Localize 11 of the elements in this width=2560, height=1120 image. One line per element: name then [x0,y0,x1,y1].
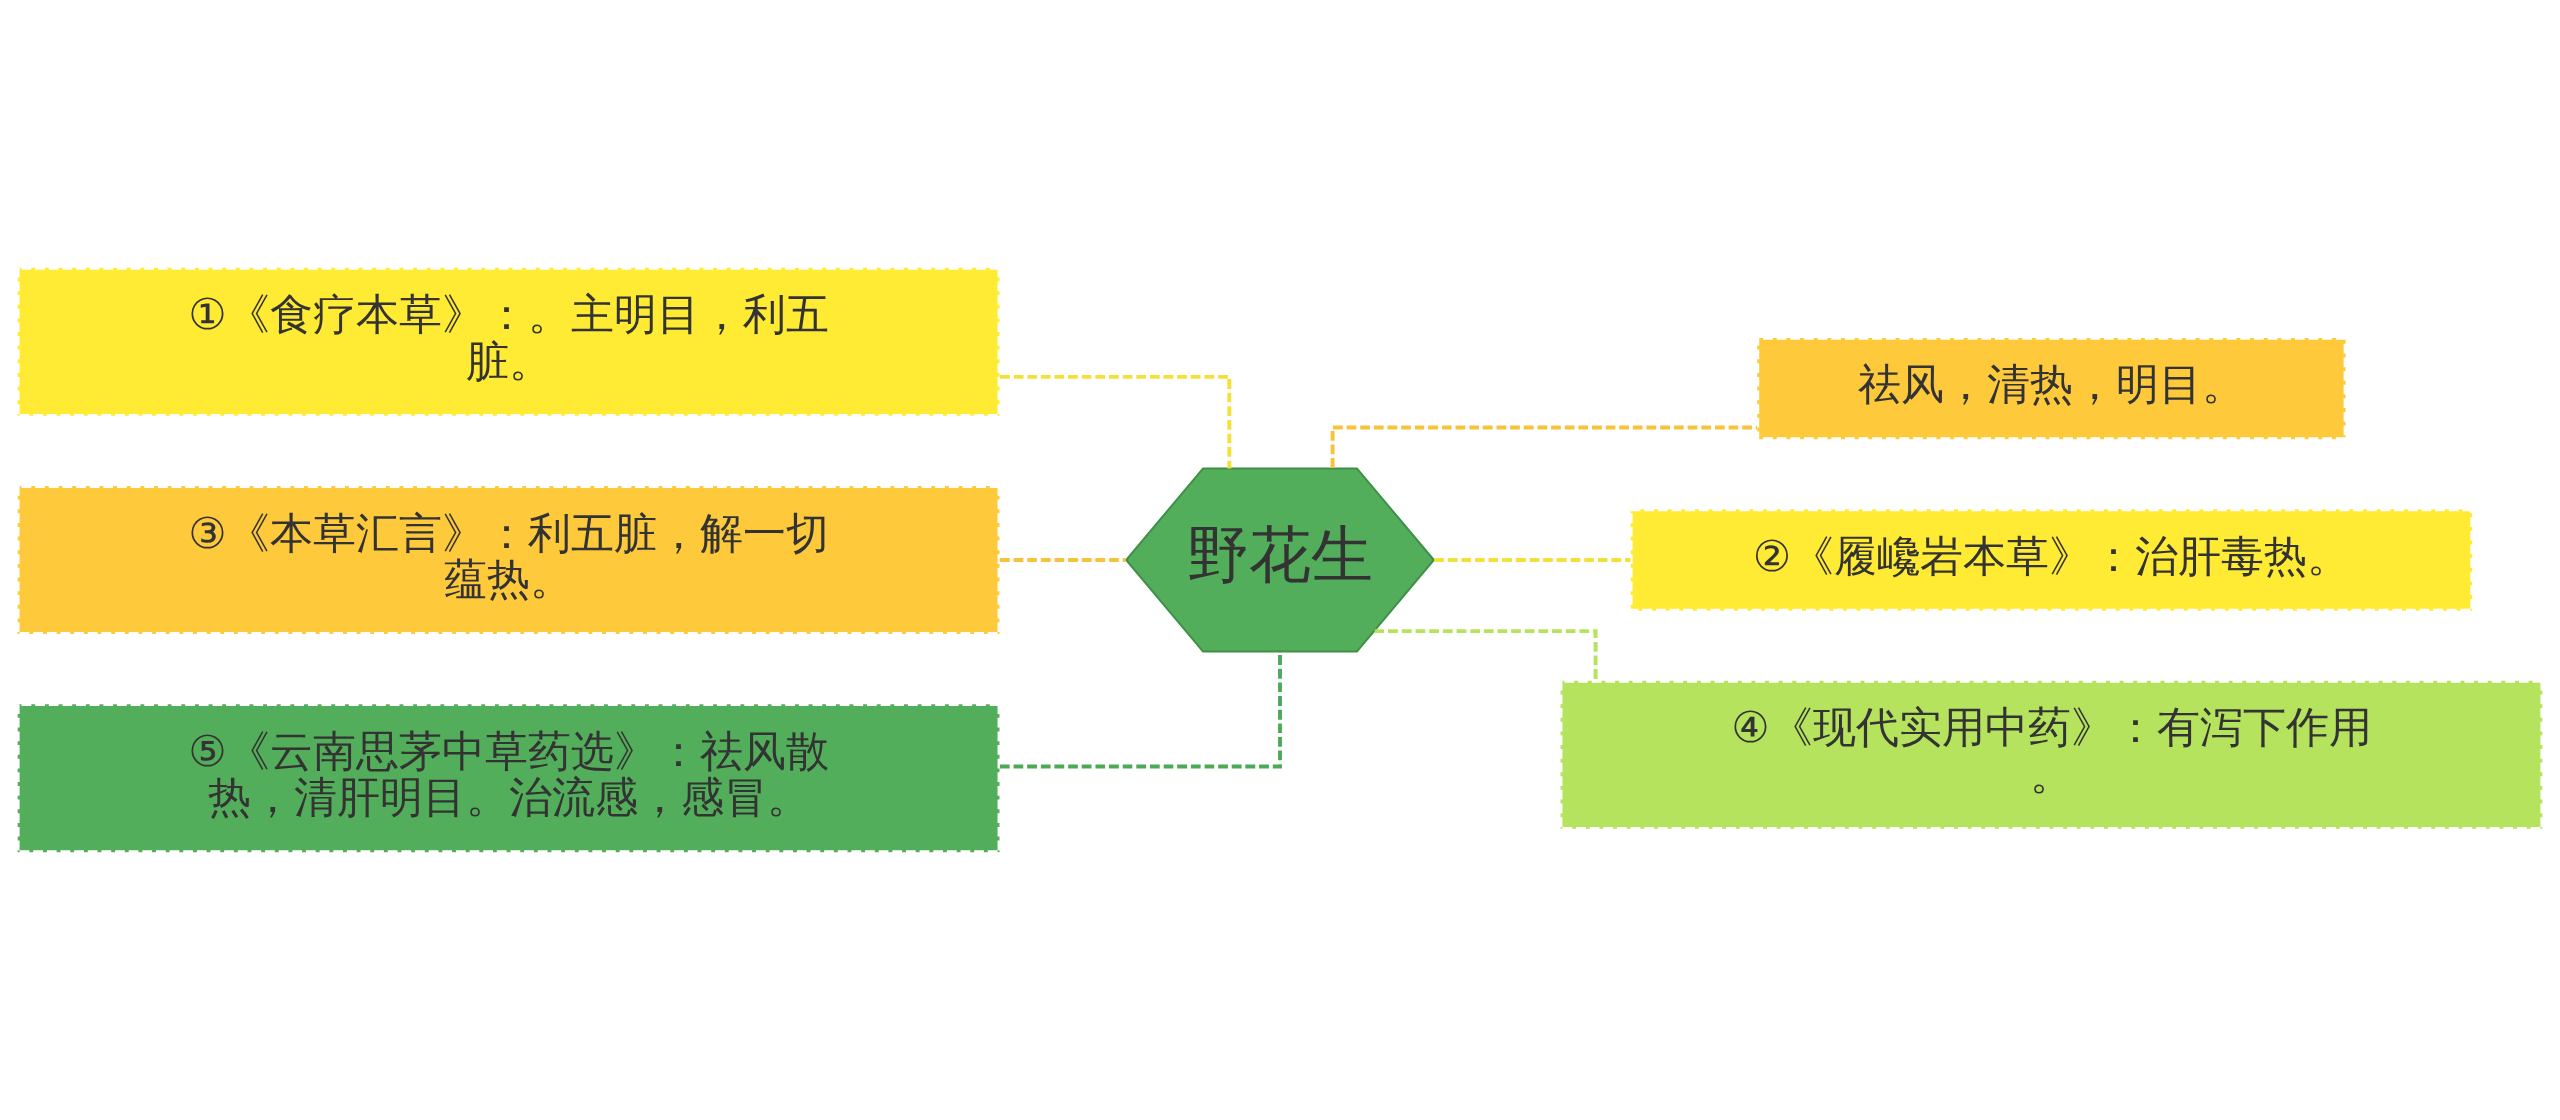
connector [1374,629,1598,681]
node-box: ③《本草汇言》：利五脏，解一切蕴热。 [15,484,1002,636]
connector [1330,425,1757,468]
connector [1434,558,1631,562]
node-box: ②《履巉岩本草》：治肝毒热。 [1628,507,2475,613]
connector [999,558,1126,562]
node-box: ④《现代实用中药》：有泻下作用。 [1558,678,2545,831]
node-box: 祛风，清热，明目。 [1755,335,2348,442]
node-box: ①《食疗本草》：。主明目，利五脏。 [15,265,1002,418]
node-box: ⑤《云南思茅中草药选》：祛风散热，清肝明目。治流感，感冒。 [15,702,1002,855]
connector [999,374,1232,469]
